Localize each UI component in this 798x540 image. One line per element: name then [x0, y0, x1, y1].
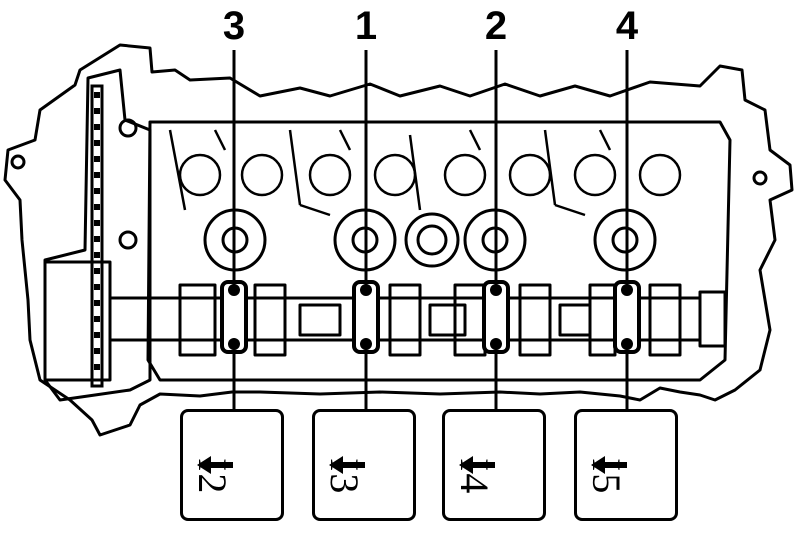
callout-number-1: 1	[354, 4, 378, 48]
tag-label: I4	[452, 458, 497, 496]
cam-lobes	[178, 283, 682, 357]
tag-label: I2	[190, 458, 235, 496]
leader-lines	[232, 50, 629, 412]
head-outline	[3, 43, 794, 437]
arrow-left-icon	[197, 456, 233, 474]
valve-row	[178, 153, 682, 197]
callout-number-3: 3	[222, 4, 246, 48]
tag-i3: I3	[312, 409, 416, 521]
timing-chain	[90, 84, 104, 388]
sprocket	[43, 260, 112, 382]
cam-journals	[298, 303, 592, 337]
rocker-arms	[168, 129, 612, 217]
tag-i2: I2	[180, 409, 284, 521]
arrow-left-icon	[591, 456, 627, 474]
arrow-left-icon	[329, 456, 365, 474]
chain-housing	[43, 68, 152, 402]
callout-number-4: 4	[615, 4, 639, 48]
plug-wells	[203, 208, 657, 272]
tag-i5: I5	[574, 409, 678, 521]
camshaft-end	[698, 290, 727, 348]
camshaft	[108, 296, 702, 342]
arrow-left-icon	[459, 456, 495, 474]
callout-number-2: 2	[484, 4, 508, 48]
bearing-caps	[220, 280, 641, 354]
tag-label: I3	[322, 458, 367, 496]
tag-i4: I4	[442, 409, 546, 521]
tag-label: I5	[584, 458, 629, 496]
